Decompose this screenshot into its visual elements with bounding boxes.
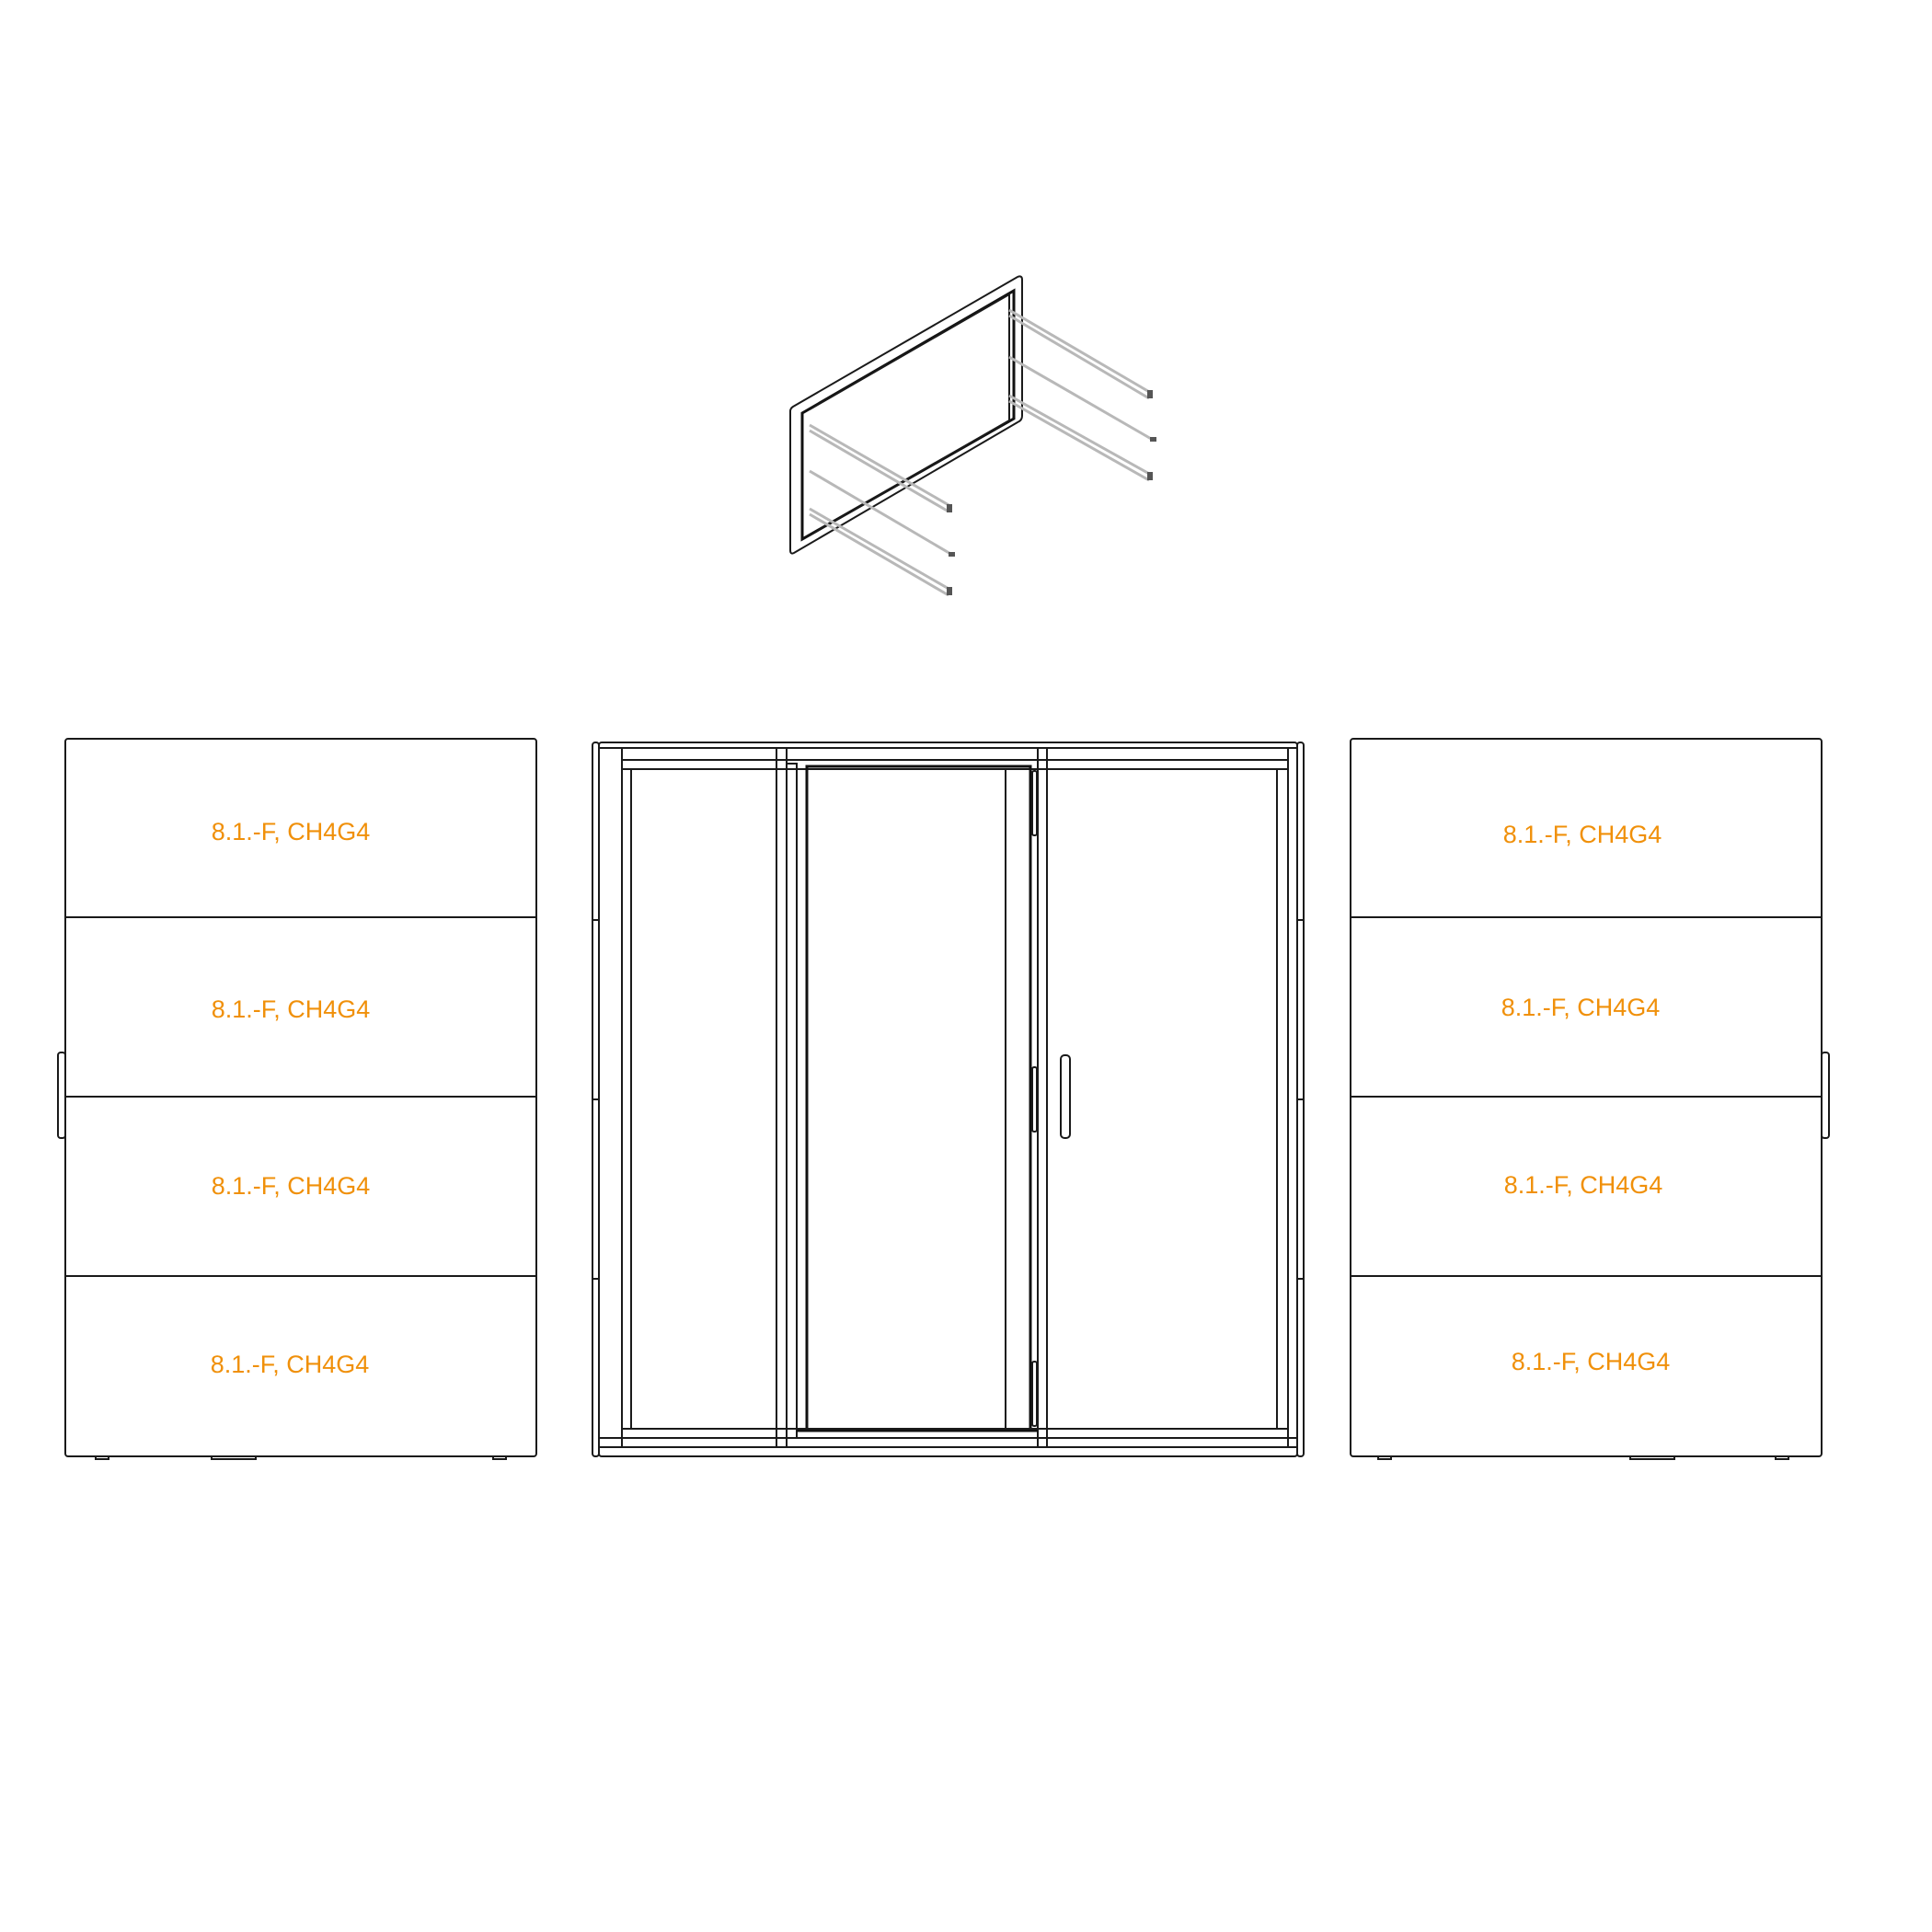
panel-label: 8.1.-F, CH4G4 xyxy=(212,818,371,845)
isometric-frame xyxy=(789,275,1156,597)
panel-label: 8.1.-F, CH4G4 xyxy=(212,995,371,1023)
rods xyxy=(809,308,1156,597)
panel-label: 8.1.-F, CH4G4 xyxy=(1501,994,1661,1021)
right-handle xyxy=(1821,1052,1830,1139)
right-panel: 8.1.-F, CH4G4 8.1.-F, CH4G4 8.1.-F, CH4G… xyxy=(1350,738,1830,1460)
panel-label: 8.1.-F, CH4G4 xyxy=(212,1172,371,1200)
left-handle xyxy=(57,1052,66,1139)
panel-label: 8.1.-F, CH4G4 xyxy=(1504,1171,1663,1199)
front-elevation xyxy=(592,742,1305,1457)
door-handle xyxy=(1060,1054,1071,1139)
panel-label: 8.1.-F, CH4G4 xyxy=(1503,821,1662,848)
left-panel: 8.1.-F, CH4G4 8.1.-F, CH4G4 8.1.-F, CH4G… xyxy=(57,738,537,1460)
panel-label: 8.1.-F, CH4G4 xyxy=(1512,1348,1671,1375)
panel-label: 8.1.-F, CH4G4 xyxy=(211,1351,370,1378)
